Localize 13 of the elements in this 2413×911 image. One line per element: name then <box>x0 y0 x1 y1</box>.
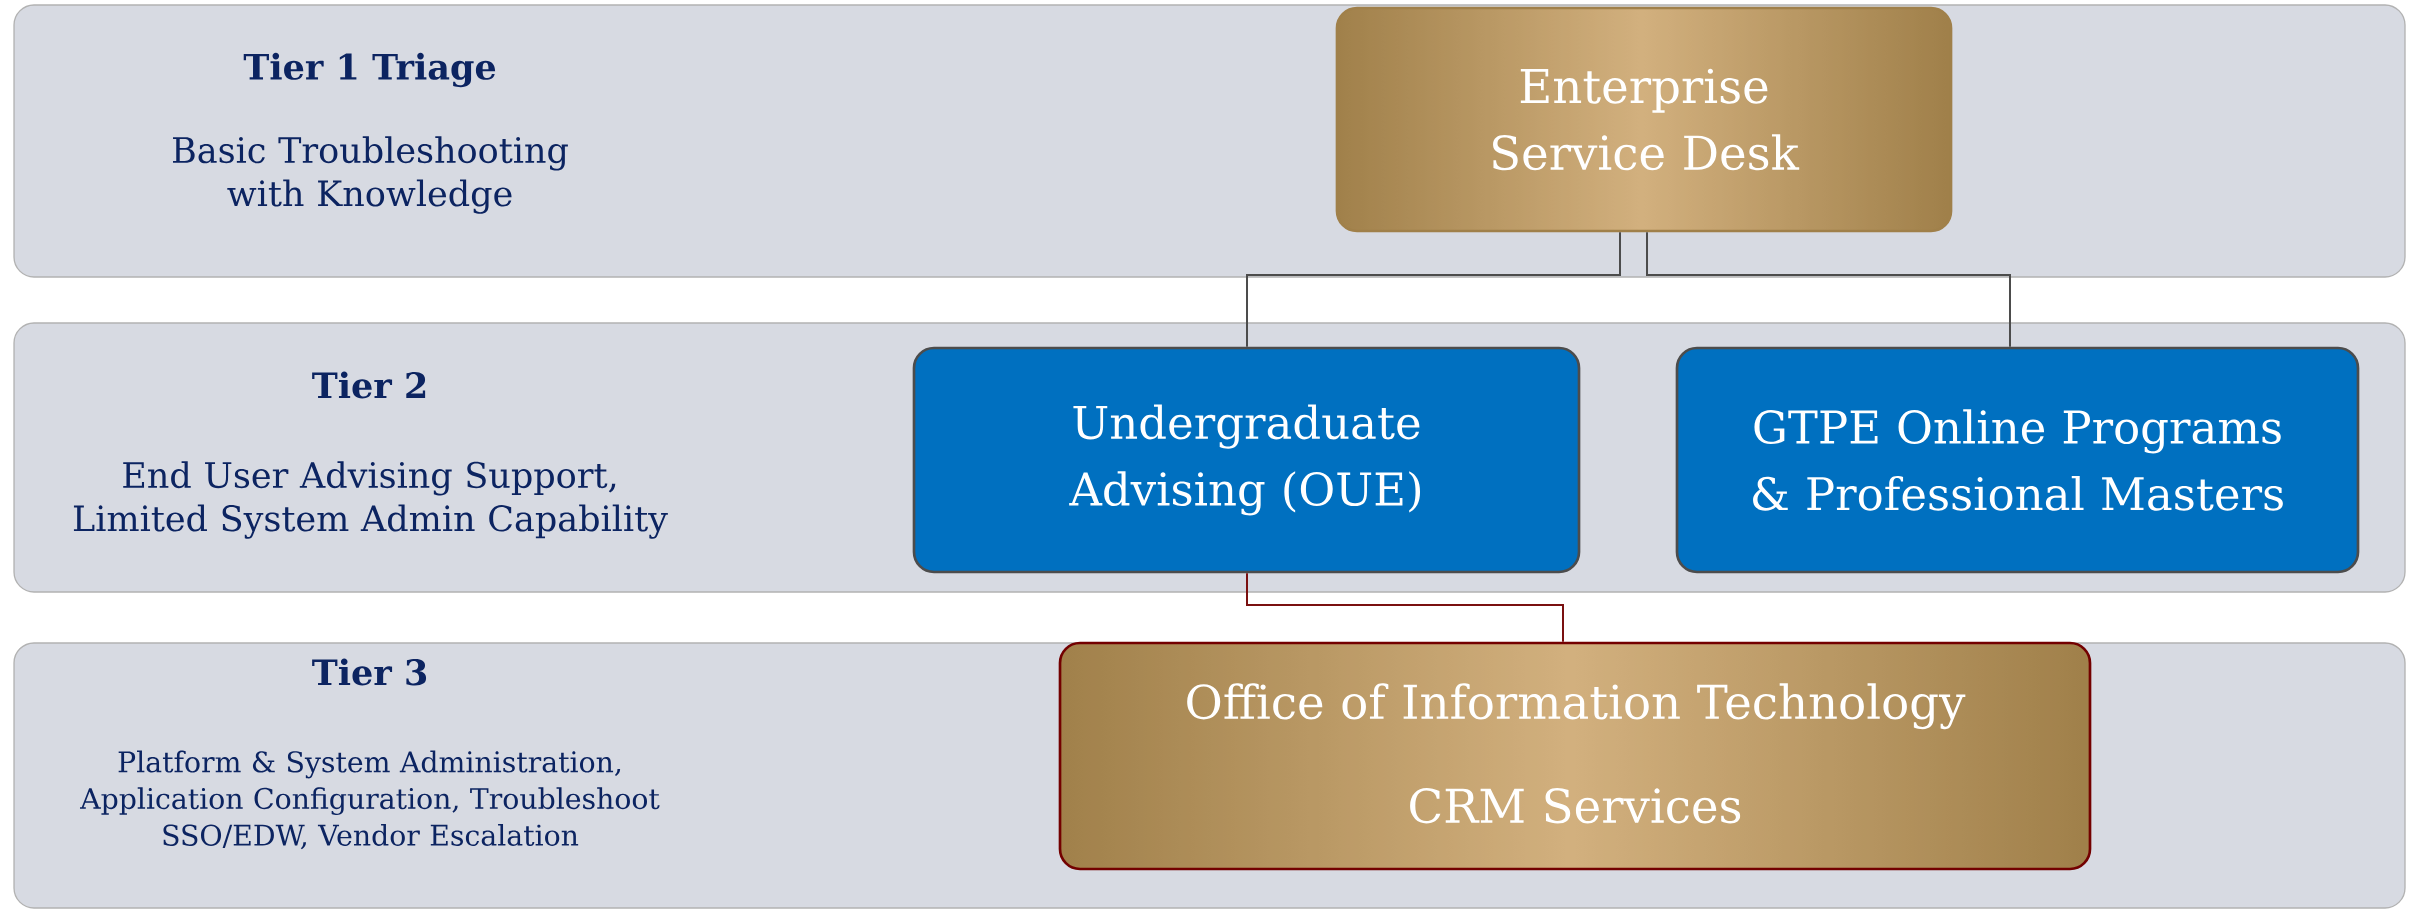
connector-line <box>1246 231 1621 348</box>
tier-heading: Tier 2 <box>312 371 426 399</box>
tier-description: End User Advising Support, Limited System Admin Capability <box>73 461 668 539</box>
team-box: Enterprise Service Desk <box>1335 6 1953 233</box>
team-box: Undergraduate Advising (OUE) <box>912 346 1581 574</box>
tier-description: Platform & System Administration, Application Configuration, Troubleshoot SSO/EDW, Vendor Escalation <box>80 750 660 850</box>
team-box: GTPE Online Programs & Professional Masters <box>1675 346 2360 574</box>
connector-line <box>1246 572 1564 643</box>
connector-line <box>1646 231 2011 348</box>
tier-description: Basic Troubleshooting with Knowledge <box>173 136 568 214</box>
tier-heading: Tier 1 Triage <box>243 52 496 88</box>
team-box: Office of Information Technology CRM Services <box>1058 641 2092 871</box>
tier-heading: Tier 3 <box>312 658 427 686</box>
